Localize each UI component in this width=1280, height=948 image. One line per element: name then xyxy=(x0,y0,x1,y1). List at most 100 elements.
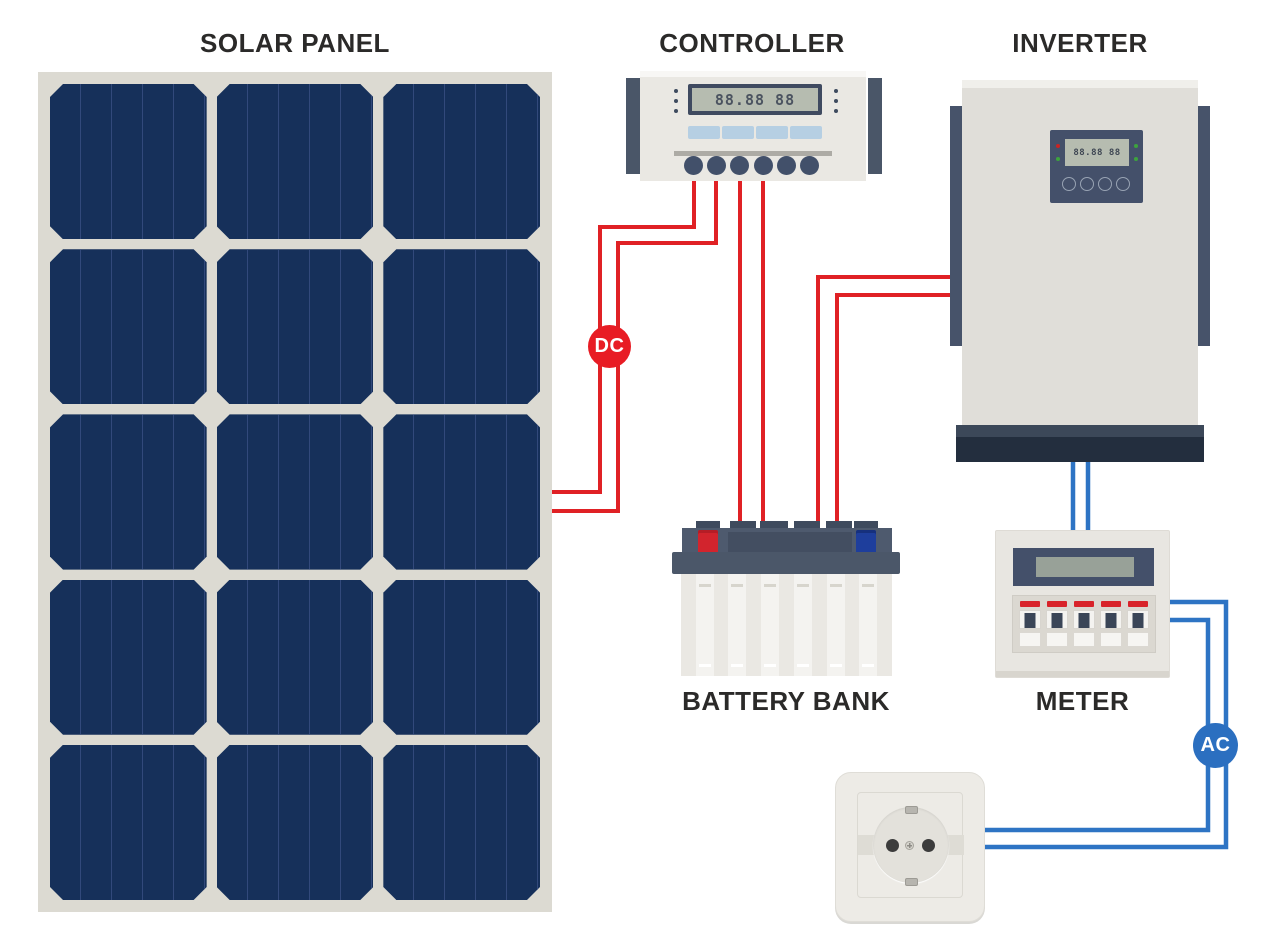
indicator-dot xyxy=(674,89,678,93)
breaker-base xyxy=(1073,632,1095,648)
solar-cell xyxy=(217,414,374,569)
breaker-switch xyxy=(1127,609,1149,630)
controller-right-indicator-dots xyxy=(834,89,838,113)
solar-cell xyxy=(50,745,207,900)
inverter-bottom-band-lower xyxy=(956,437,1204,462)
controller-left-bracket xyxy=(626,78,640,174)
breaker-base xyxy=(1127,632,1149,648)
inverter-led-green xyxy=(1134,144,1138,148)
meter-breaker-panel xyxy=(1012,595,1156,653)
controller-button xyxy=(756,126,788,139)
inverter-left-rail xyxy=(950,106,963,346)
breaker-switch xyxy=(1019,609,1041,630)
solar-cell xyxy=(383,745,540,900)
indicator-dot xyxy=(674,99,678,103)
inverter-body: 88.88 88 xyxy=(962,80,1198,426)
dc-wire-panel-to-controller-2 xyxy=(552,176,718,513)
breaker-red-bar xyxy=(1128,601,1148,607)
charge-controller: 88.88 88 xyxy=(620,70,886,184)
battery-cell-ridge xyxy=(793,574,812,676)
battery-positive-terminal xyxy=(698,530,718,555)
socket-pin-hole-right xyxy=(922,839,935,852)
breaker-red-bar xyxy=(1101,601,1121,607)
solar-cell xyxy=(217,84,374,239)
meter-screen xyxy=(1036,557,1134,577)
controller-button xyxy=(688,126,720,139)
battery-cell-ridge xyxy=(695,574,714,676)
inverter-led-green xyxy=(1134,157,1138,161)
inverter-led-red xyxy=(1056,144,1060,148)
breaker-base xyxy=(1046,632,1068,648)
inverter: 88.88 88 xyxy=(948,78,1212,468)
battery-negative-terminal xyxy=(856,530,876,555)
breaker-red-bar xyxy=(1074,601,1094,607)
breaker-base xyxy=(1100,632,1122,648)
inverter-control-panel: 88.88 88 xyxy=(1050,130,1143,203)
socket-bottom-clip xyxy=(905,878,918,886)
circuit-breaker xyxy=(1019,601,1041,648)
battery-cell-ridge xyxy=(761,574,780,676)
dc-wire-inverter-to-battery-2 xyxy=(835,293,958,527)
ac-current-badge: AC xyxy=(1193,723,1238,768)
solar-cell xyxy=(50,84,207,239)
meter xyxy=(995,530,1170,678)
solar-panel xyxy=(38,72,552,912)
circuit-breaker xyxy=(1046,601,1068,648)
inverter-button xyxy=(1062,177,1076,191)
battery-cap xyxy=(730,521,756,530)
controller-terminal xyxy=(707,156,727,175)
breaker-toggle xyxy=(1078,612,1090,628)
breaker-toggle xyxy=(1024,612,1036,628)
indicator-dot xyxy=(834,89,838,93)
indicator-dot xyxy=(834,99,838,103)
controller-lcd-value: 88.88 88 xyxy=(692,88,818,111)
socket-center-screw xyxy=(905,841,914,850)
battery-cap xyxy=(760,521,788,530)
battery-body xyxy=(681,574,892,676)
solar-cell xyxy=(217,745,374,900)
breaker-toggle xyxy=(1051,612,1063,628)
controller-terminal xyxy=(799,156,819,175)
inverter-label: INVERTER xyxy=(1012,28,1148,58)
inverter-buttons xyxy=(1062,177,1132,191)
breaker-switch xyxy=(1100,609,1122,630)
controller-left-indicator-dots xyxy=(674,89,678,113)
battery-cell-ridge xyxy=(826,574,845,676)
breaker-switch xyxy=(1046,609,1068,630)
controller-terminals xyxy=(684,156,819,175)
solar-cell xyxy=(50,414,207,569)
wall-socket xyxy=(835,772,985,922)
breaker-red-bar xyxy=(1020,601,1040,607)
solar-cell xyxy=(383,414,540,569)
solar-cell xyxy=(50,249,207,404)
socket-top-clip xyxy=(905,806,918,814)
indicator-dot xyxy=(834,109,838,113)
battery-cap xyxy=(794,521,820,530)
circuit-breaker xyxy=(1127,601,1149,648)
solar-cell xyxy=(383,249,540,404)
meter-display-panel xyxy=(1013,548,1154,586)
battery-cap xyxy=(854,521,878,530)
battery-cap xyxy=(696,521,720,530)
socket-pin-hole-left xyxy=(886,839,899,852)
battery-top-block xyxy=(682,528,892,555)
controller-button xyxy=(790,126,822,139)
battery-top-inset xyxy=(728,532,852,555)
battery-bank xyxy=(660,515,912,680)
controller-button xyxy=(722,126,754,139)
inverter-button xyxy=(1116,177,1130,191)
breaker-toggle xyxy=(1105,612,1117,628)
solar-cell xyxy=(50,580,207,735)
controller-terminal xyxy=(730,156,750,175)
battery-cell-ridge xyxy=(728,574,747,676)
ac-wire-meter-to-socket-outer xyxy=(983,599,1229,850)
meter-label: METER xyxy=(1035,686,1130,716)
meter-breakers xyxy=(1012,595,1156,653)
controller-terminal xyxy=(776,156,796,175)
inverter-right-rail xyxy=(1197,106,1210,346)
breaker-base xyxy=(1019,632,1041,648)
controller-terminal-bar xyxy=(674,151,832,156)
solar-cell xyxy=(383,580,540,735)
